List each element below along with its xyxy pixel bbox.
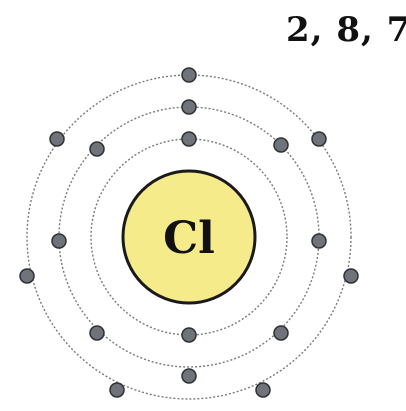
electron-shell2-6 <box>90 326 104 340</box>
electron-shell2-8 <box>90 142 104 156</box>
electron-shell3-2 <box>312 132 326 146</box>
electron-shell3-5 <box>110 383 124 397</box>
electron-shell3-3 <box>344 269 358 283</box>
electron-shell3-6 <box>20 269 34 283</box>
electron-shell3-4 <box>256 383 270 397</box>
electron-shell1-1 <box>182 132 196 146</box>
electron-shell3-1 <box>182 68 196 82</box>
electron-shell2-2 <box>274 138 288 152</box>
electron-shell2-4 <box>274 326 288 340</box>
electron-shell2-3 <box>312 234 326 248</box>
electron-shell2-5 <box>182 369 196 383</box>
electron-shell2-7 <box>52 234 66 248</box>
element-symbol: Cl <box>163 213 215 264</box>
electron-shell1-2 <box>182 328 196 342</box>
electron-shell2-1 <box>182 100 196 114</box>
nucleus: Cl <box>123 171 255 303</box>
electron-shell3-7 <box>50 132 64 146</box>
